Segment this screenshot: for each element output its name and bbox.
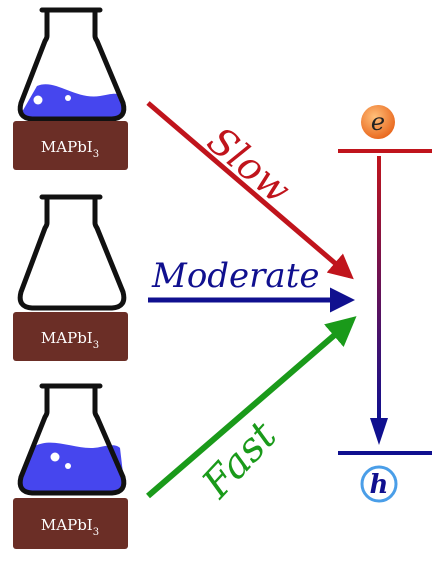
flask-1-block: [13, 121, 128, 170]
slow-label: Slow: [199, 118, 299, 212]
flask-3: MAPbI3: [13, 383, 128, 549]
flask-2-outline: [17, 194, 127, 311]
flask-2-block: [13, 312, 128, 361]
hole-symbol: h: [370, 470, 389, 500]
flask-1-liquid: [22, 84, 122, 119]
flask-1-block-label: MAPbI3: [41, 138, 99, 160]
recombination-arrow-head: [370, 418, 388, 445]
moderate-label: Moderate: [151, 256, 319, 296]
electron-icon: [361, 105, 395, 139]
recombination-arrow-shaft: [377, 156, 381, 418]
flask-2-block-label: MAPbI3: [41, 329, 99, 351]
fast-arrow: [146, 316, 357, 499]
flask-3-liquid: [20, 442, 124, 492]
fast-label: Fast: [193, 412, 286, 507]
electron-symbol: e: [371, 108, 385, 136]
flask-3-block-label: MAPbI3: [41, 516, 99, 538]
flask-1-bubble: [65, 95, 71, 101]
flask-3-outline: [17, 383, 127, 496]
hole-icon: [360, 465, 398, 503]
flask-1: MAPbI3: [13, 7, 128, 170]
flask-3-bubble: [65, 463, 71, 469]
flask-1-bubble: [33, 95, 43, 105]
flask-3-block: [13, 498, 128, 549]
flask-2: MAPbI3: [13, 194, 128, 361]
flask-3-bubble: [50, 452, 60, 462]
flask-1-outline: [17, 7, 127, 122]
slow-arrow: [146, 101, 354, 280]
